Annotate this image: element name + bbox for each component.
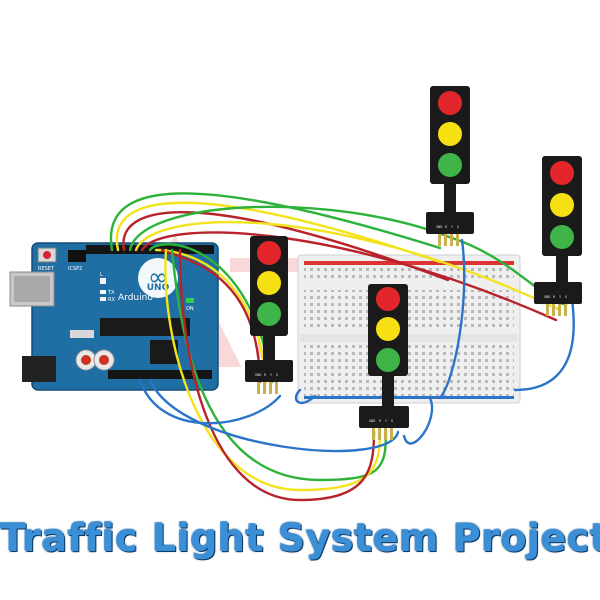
red-lamp bbox=[550, 161, 574, 185]
pin-label: R bbox=[379, 419, 382, 423]
pin-labels-left: GND R Y G bbox=[255, 373, 278, 377]
pin-label: R bbox=[264, 373, 267, 377]
pin-label: GND bbox=[436, 225, 442, 229]
light-top bbox=[426, 86, 474, 246]
pin-labels-top: GND R Y G bbox=[436, 225, 459, 229]
pin-labels-center: GND R Y G bbox=[369, 419, 393, 423]
wire-yellow bbox=[164, 248, 382, 492]
pin-label: Y bbox=[451, 225, 454, 229]
pin-label: G bbox=[457, 225, 459, 229]
on-label: ON bbox=[186, 306, 194, 312]
arduino-infinity-logo: ∞ bbox=[148, 263, 168, 291]
red-lamp bbox=[376, 287, 400, 311]
yellow-lamp bbox=[257, 271, 281, 295]
green-lamp bbox=[438, 153, 462, 177]
rx-label: RX bbox=[108, 297, 115, 303]
wire-blue bbox=[294, 388, 317, 405]
wire-blue bbox=[402, 396, 434, 445]
wire-yellow bbox=[115, 201, 442, 264]
wire-red bbox=[178, 248, 376, 502]
green-lamp bbox=[376, 348, 400, 372]
pin-label: GND bbox=[544, 295, 550, 299]
caption-title: Traffic Light System Project bbox=[0, 516, 600, 560]
tx-label: TX bbox=[107, 290, 115, 296]
light-right bbox=[534, 156, 582, 316]
green-lamp bbox=[550, 225, 574, 249]
red-lamp bbox=[438, 91, 462, 115]
pin-label: Y bbox=[559, 295, 562, 299]
wire-green bbox=[109, 192, 442, 252]
pin-label: R bbox=[553, 295, 556, 299]
arduino-model: UNO bbox=[147, 283, 170, 293]
pin-label: G bbox=[565, 295, 567, 299]
wire-blue bbox=[513, 298, 575, 392]
wire-blue bbox=[138, 378, 282, 425]
l-label: L bbox=[100, 272, 103, 278]
pin-label: R bbox=[445, 225, 448, 229]
yellow-lamp bbox=[438, 122, 462, 146]
pin-label: GND bbox=[255, 373, 261, 377]
arduino-board: RESET ICSP2 ∞ Arduino UNO L TX RX ON bbox=[9, 242, 219, 391]
pin-label: GND bbox=[369, 419, 375, 423]
light-left bbox=[245, 236, 293, 394]
icsp-label: ICSP2 bbox=[68, 266, 82, 272]
red-lamp bbox=[257, 241, 281, 265]
pin-label: G bbox=[391, 419, 393, 423]
yellow-lamp bbox=[550, 193, 574, 217]
reset-label: RESET bbox=[38, 266, 55, 272]
wire-blue bbox=[438, 238, 466, 400]
green-lamp bbox=[257, 302, 281, 326]
pin-label: G bbox=[276, 373, 278, 377]
arduino-brand: Arduino bbox=[118, 293, 153, 303]
pin-labels-right: GND R Y G bbox=[544, 295, 567, 299]
pin-label: Y bbox=[385, 419, 388, 423]
wire-yellow bbox=[134, 220, 562, 312]
yellow-lamp bbox=[376, 317, 400, 341]
wire-blue bbox=[148, 378, 400, 453]
pin-label: Y bbox=[270, 373, 273, 377]
light-center bbox=[359, 284, 409, 440]
wire-green bbox=[170, 248, 388, 482]
